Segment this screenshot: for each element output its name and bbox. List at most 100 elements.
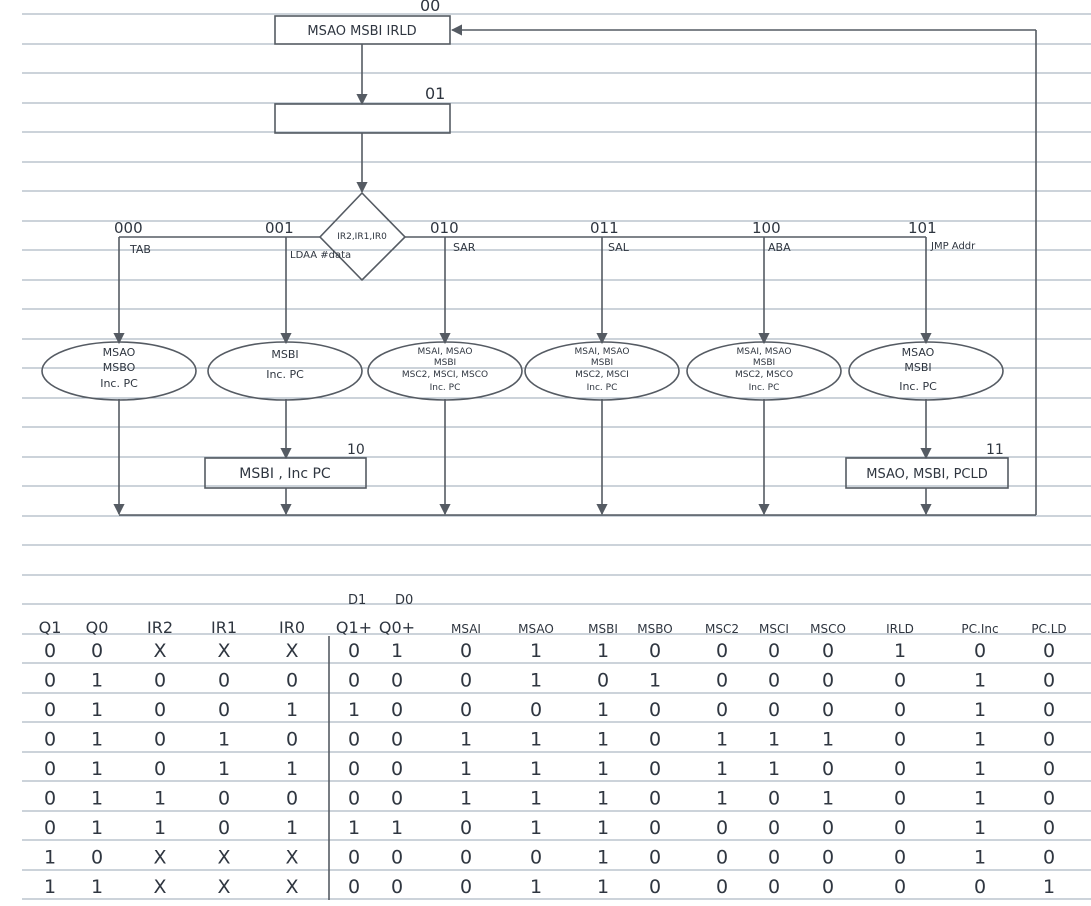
branch-instr: JMP Addr bbox=[930, 241, 976, 252]
table-cell: 1 bbox=[218, 758, 230, 780]
table-cell: 1 bbox=[894, 640, 906, 662]
table-cell: 0 bbox=[822, 876, 834, 898]
table-cell: 1 bbox=[91, 788, 103, 810]
action-line: MSBI bbox=[591, 358, 613, 368]
branch-instr: TAB bbox=[129, 243, 151, 256]
branch-code: 101 bbox=[908, 219, 937, 237]
table-cell: 0 bbox=[391, 788, 403, 810]
column-header: MSBO bbox=[637, 622, 672, 636]
table-cell: 1 bbox=[530, 788, 542, 810]
table-cell: 0 bbox=[460, 847, 472, 869]
table-cell: 0 bbox=[44, 640, 56, 662]
action-ellipse-100: MSAI, MSAO MSBI MSC2, MSCO Inc. PC bbox=[686, 341, 842, 401]
table-cell: 0 bbox=[460, 699, 472, 721]
table-cell: 0 bbox=[530, 847, 542, 869]
table-cell: 1 bbox=[154, 788, 166, 810]
table-cell: 0 bbox=[1043, 670, 1055, 692]
action-line: MSC2, MSCO bbox=[735, 370, 793, 380]
table-cell: 0 bbox=[44, 788, 56, 810]
action-line: MSBI bbox=[271, 348, 298, 361]
next-state-d1-label: D1 bbox=[348, 593, 366, 608]
table-cell: 1 bbox=[91, 876, 103, 898]
column-header: IR1 bbox=[211, 618, 237, 637]
table-cell: X bbox=[153, 876, 166, 898]
table-cell: 0 bbox=[716, 817, 728, 839]
table-cell: 0 bbox=[154, 729, 166, 751]
action-line: MSC2, MSCI, MSCO bbox=[402, 370, 488, 380]
state-01-code: 01 bbox=[425, 84, 445, 103]
decision-label: IR2,IR1,IR0 bbox=[337, 232, 387, 242]
table-cell: 0 bbox=[649, 729, 661, 751]
table-cell: 1 bbox=[530, 729, 542, 751]
action-line: MSAI, MSAO bbox=[575, 347, 630, 357]
table-cell: 0 bbox=[218, 670, 230, 692]
table-cell: 0 bbox=[894, 847, 906, 869]
table-cell: 1 bbox=[597, 758, 609, 780]
table-cell: 0 bbox=[218, 817, 230, 839]
table-cell: 1 bbox=[91, 758, 103, 780]
table-cell: 0 bbox=[894, 729, 906, 751]
action-line: MSBO bbox=[103, 361, 136, 374]
table-cell: X bbox=[153, 640, 166, 662]
table-cell: 0 bbox=[894, 817, 906, 839]
table-cell: 0 bbox=[154, 670, 166, 692]
table-cell: 0 bbox=[348, 847, 360, 869]
table-cell: 1 bbox=[597, 876, 609, 898]
state-01: 01 bbox=[274, 84, 451, 134]
state-10: 10 MSBI , Inc PC bbox=[204, 442, 367, 489]
table-cell: 0 bbox=[768, 699, 780, 721]
table-cell: 1 bbox=[530, 670, 542, 692]
table-cell: 0 bbox=[894, 670, 906, 692]
column-header: PC.LD bbox=[1031, 622, 1066, 636]
column-header: Q1+ bbox=[336, 618, 372, 637]
table-cell: 0 bbox=[1043, 640, 1055, 662]
table-cell: 1 bbox=[91, 729, 103, 751]
table-cell: 1 bbox=[822, 729, 834, 751]
table-cell: 0 bbox=[1043, 758, 1055, 780]
action-line: Inc. PC bbox=[587, 383, 618, 393]
action-ellipse-001: MSBI Inc. PC bbox=[207, 341, 363, 401]
table-cell: 1 bbox=[597, 788, 609, 810]
table-cell: 0 bbox=[649, 758, 661, 780]
table-cell: 1 bbox=[974, 699, 986, 721]
table-cell: 0 bbox=[768, 670, 780, 692]
table-cell: 0 bbox=[649, 876, 661, 898]
table-cell: 0 bbox=[530, 699, 542, 721]
branch-instr: SAL bbox=[608, 241, 630, 254]
table-cell: X bbox=[217, 876, 230, 898]
table-cell: 0 bbox=[649, 699, 661, 721]
action-line: MSAO bbox=[103, 346, 136, 359]
table-cell: 1 bbox=[822, 788, 834, 810]
table-cell: 1 bbox=[716, 788, 728, 810]
column-header: Q1 bbox=[39, 618, 62, 637]
table-cell: 1 bbox=[286, 758, 298, 780]
table-cell: 1 bbox=[597, 729, 609, 751]
action-line: MSBI bbox=[753, 358, 775, 368]
table-cell: 0 bbox=[91, 847, 103, 869]
table-cell: 0 bbox=[348, 758, 360, 780]
table-cell: X bbox=[153, 847, 166, 869]
table-cell: 0 bbox=[44, 729, 56, 751]
action-ellipse-101: MSAO MSBI Inc. PC bbox=[848, 341, 1004, 401]
table-cell: 1 bbox=[530, 640, 542, 662]
table-cell: 0 bbox=[286, 729, 298, 751]
table-cell: 1 bbox=[391, 640, 403, 662]
table-cell: 0 bbox=[822, 699, 834, 721]
table-cell: 0 bbox=[822, 640, 834, 662]
table-cell: 1 bbox=[716, 729, 728, 751]
table-cell: 1 bbox=[460, 788, 472, 810]
column-header: Q0+ bbox=[379, 618, 415, 637]
table-cell: 0 bbox=[218, 699, 230, 721]
column-header: IR2 bbox=[147, 618, 173, 637]
table-cell: 0 bbox=[391, 847, 403, 869]
table-cell: 0 bbox=[649, 640, 661, 662]
table-cell: 1 bbox=[974, 788, 986, 810]
